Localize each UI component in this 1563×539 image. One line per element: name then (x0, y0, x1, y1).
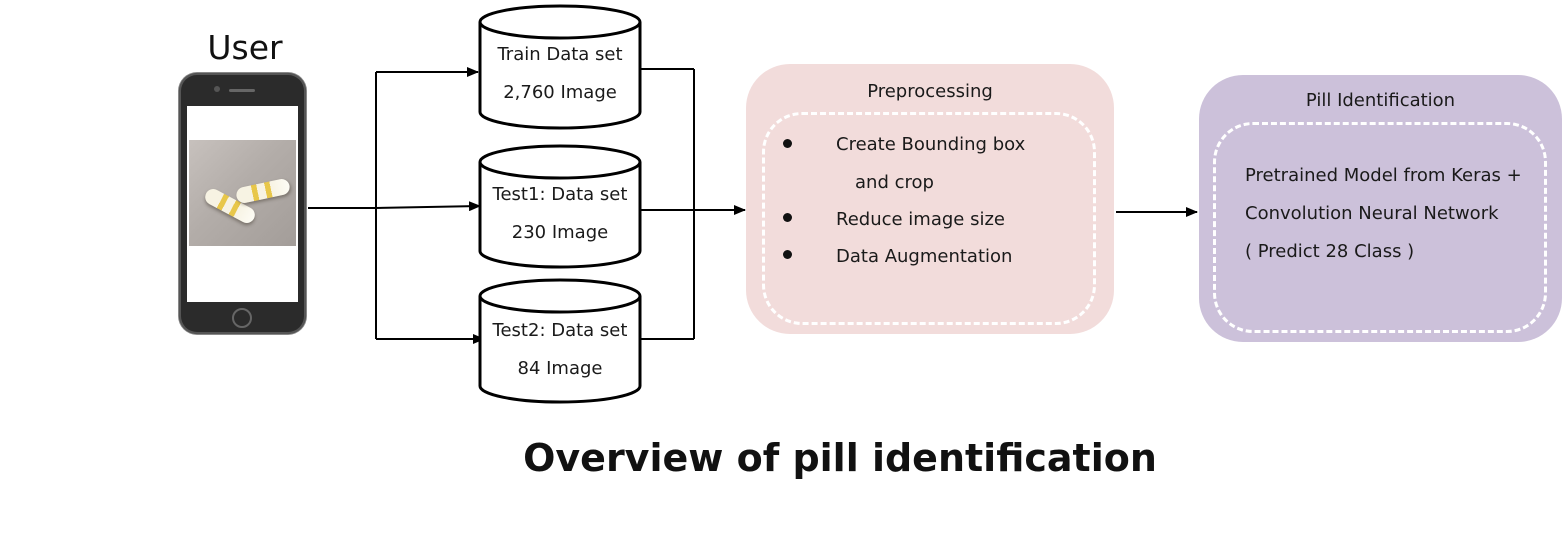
pill-identification-box (1199, 75, 1562, 342)
test1-cylinder-top (478, 144, 642, 180)
preprocessing-title: Preprocessing (867, 81, 993, 102)
bullet-icon (783, 213, 792, 222)
bullet-icon (783, 139, 792, 148)
database-cylinder-icon (478, 4, 642, 130)
pill-identification-line: Pretrained Model from Keras + (1245, 165, 1522, 186)
preprocessing-step: Reduce image size (836, 209, 1005, 230)
train-dataset-name: Train Data set (497, 44, 623, 65)
pill-identification-line: ( Predict 28 Class ) (1245, 241, 1415, 262)
test2-cylinder-top (478, 278, 642, 314)
database-cylinder-icon (478, 278, 642, 404)
phone-camera (214, 86, 220, 92)
test1-cylinder-body (478, 162, 642, 269)
preprocessing-step: Create Bounding box (836, 134, 1026, 155)
user-title: User (207, 28, 283, 67)
train-cylinder-body (478, 22, 642, 130)
arrow-to-test1 (375, 201, 481, 212)
preprocessing-step: Data Augmentation (836, 246, 1013, 267)
preprocessing-box (746, 64, 1114, 334)
test1-dataset-count: 230 Image (511, 222, 609, 243)
test2-dataset-name: Test2: Data set (492, 320, 628, 341)
preprocessing-inner-dashed (762, 112, 1096, 325)
pill-identification-line: Convolution Neural Network (1245, 203, 1499, 224)
phone-speaker (229, 89, 255, 92)
pill-identification-title: Pill Identification (1305, 90, 1456, 111)
pill-identification-inner-dashed (1213, 122, 1547, 333)
bullet-icon (783, 250, 792, 259)
test2-dataset-count: 84 Image (517, 358, 603, 379)
phone-home-button (232, 308, 252, 328)
train-cylinder-top (478, 4, 642, 40)
preprocessing-step-continued: and crop (855, 172, 934, 193)
train-dataset-count: 2,760 Image (503, 82, 617, 103)
database-cylinder-icon (478, 144, 642, 269)
diagram-caption: Overview of pill identification (523, 436, 1157, 480)
test2-cylinder-body (478, 296, 642, 404)
test1-dataset-name: Test1: Data set (492, 184, 628, 205)
